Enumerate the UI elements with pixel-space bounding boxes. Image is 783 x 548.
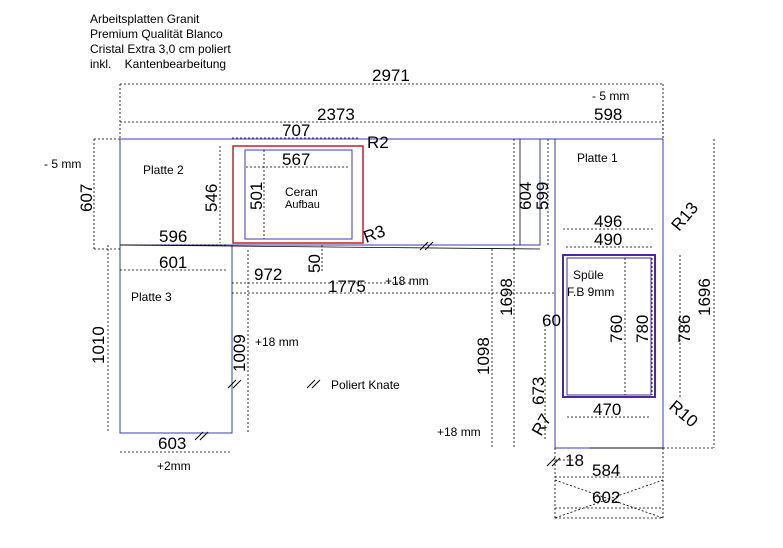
- dim-598: 598: [594, 105, 622, 124]
- header-line-3: Cristal Extra 3,0 cm poliert: [90, 42, 231, 56]
- note-minus5-left: - 5 mm: [44, 157, 81, 171]
- dim-1775: 1775: [328, 277, 366, 296]
- dim-r13: R13: [668, 198, 703, 234]
- sink-cutout-inner: [566, 257, 652, 396]
- dim-604: 604: [516, 182, 535, 210]
- header-line-2: Premium Qualität Blanco: [90, 27, 223, 41]
- note-plus2: +2mm: [157, 459, 191, 473]
- dim-596: 596: [159, 227, 187, 246]
- dim-1698: 1698: [497, 278, 516, 316]
- dim-2373: 2373: [317, 105, 355, 124]
- dim-18: 18: [565, 451, 584, 470]
- dim-r7: R7: [528, 411, 555, 439]
- plate-outlines: [119, 138, 664, 449]
- note-plus18-mid: +18 mm: [385, 274, 429, 288]
- dim-602: 602: [592, 488, 620, 507]
- hob-cutout: [232, 145, 364, 244]
- dim-1010: 1010: [89, 326, 108, 364]
- plate-3-label: Platte 3: [131, 290, 172, 304]
- dim-599: 599: [533, 182, 552, 210]
- dim-r2: R2: [367, 133, 389, 152]
- dim-50: 50: [305, 254, 324, 273]
- dim-567: 567: [282, 150, 310, 169]
- dim-546: 546: [202, 184, 221, 212]
- dim-972: 972: [254, 265, 282, 284]
- dim-501: 501: [247, 182, 266, 210]
- dim-673: 673: [529, 377, 548, 405]
- dim-601: 601: [159, 253, 187, 272]
- sink-cutout-outer: [562, 254, 656, 398]
- dim-707: 707: [282, 121, 310, 140]
- dim-1098: 1098: [474, 337, 493, 375]
- plate-2-label: Platte 2: [143, 163, 184, 177]
- note-plus18-right: +18 mm: [437, 425, 481, 439]
- plate-1-label: Platte 1: [577, 151, 618, 165]
- dim-584: 584: [592, 461, 620, 480]
- dim-496: 496: [594, 212, 622, 231]
- dim-1696: 1696: [695, 278, 714, 316]
- note-minus5-top: - 5 mm: [592, 89, 629, 103]
- dim-470: 470: [593, 400, 621, 419]
- dim-60: 60: [542, 311, 561, 330]
- solid-lines: [119, 139, 663, 449]
- plate-2-outline: [119, 139, 541, 246]
- dim-760: 760: [607, 315, 626, 343]
- header-line-1: Arbeitsplatten Granit: [90, 12, 200, 26]
- hob-cutout-outer: [232, 145, 364, 244]
- dim-490: 490: [594, 230, 622, 249]
- header-line-4: inkl. Kantenbearbeitung: [90, 57, 227, 71]
- dimension-lines: [93, 83, 715, 519]
- dim-780: 780: [633, 315, 652, 343]
- dim-603: 603: [158, 434, 186, 453]
- sink-fb-label: F.B 9mm: [567, 285, 614, 299]
- hob-cutout-inner: [244, 149, 353, 240]
- ceran-label: Ceran: [285, 185, 318, 199]
- aufbau-label: Aufbau: [285, 199, 320, 211]
- plate-3-outline: [119, 245, 233, 434]
- sink-label: Spüle: [573, 268, 604, 282]
- dim-2971: 2971: [372, 66, 410, 85]
- note-plus18-left: +18 mm: [255, 335, 299, 349]
- sink-cutout: [562, 254, 656, 398]
- note-poliert-knate: Poliert Knate: [331, 378, 400, 392]
- dim-r3: R3: [361, 221, 388, 246]
- polished-edge-markers: [194, 241, 561, 467]
- dim-607: 607: [77, 184, 96, 212]
- dim-1009: 1009: [230, 334, 249, 372]
- dim-r10: R10: [665, 397, 701, 432]
- dim-786: 786: [675, 315, 694, 343]
